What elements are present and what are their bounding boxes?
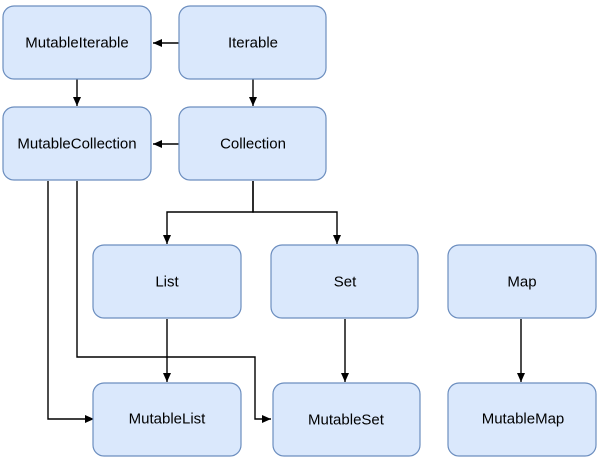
node-label: MutableSet	[308, 412, 385, 429]
node-label: List	[155, 274, 179, 291]
edge-collection-to-set	[252, 181, 341, 244]
node-label: Collection	[220, 136, 286, 153]
node-mutablelist[interactable]: MutableList	[92, 382, 242, 457]
node-set[interactable]: Set	[270, 244, 419, 319]
node-collection[interactable]: Collection	[178, 106, 327, 181]
node-iterable[interactable]: Iterable	[178, 5, 327, 80]
edge-collection-to-list	[163, 181, 254, 244]
node-label: MutableMap	[482, 411, 565, 428]
node-mutablecollection[interactable]: MutableCollection	[2, 106, 152, 181]
node-map[interactable]: Map	[447, 244, 597, 319]
edge-mutablecollection-to-mutablelist	[47, 181, 94, 423]
node-label: MutableIterable	[25, 35, 128, 52]
node-mutableset[interactable]: MutableSet	[272, 382, 421, 457]
edge-mutablecollection-to-mutableset	[76, 181, 271, 423]
node-mutableiterable[interactable]: MutableIterable	[2, 5, 152, 80]
node-mutablemap[interactable]: MutableMap	[447, 382, 597, 457]
node-label: MutableCollection	[17, 136, 136, 153]
node-list[interactable]: List	[92, 244, 242, 319]
node-label: Map	[507, 274, 536, 291]
node-label: Set	[334, 274, 357, 291]
node-label: MutableList	[129, 411, 207, 428]
node-label: Iterable	[228, 35, 278, 52]
